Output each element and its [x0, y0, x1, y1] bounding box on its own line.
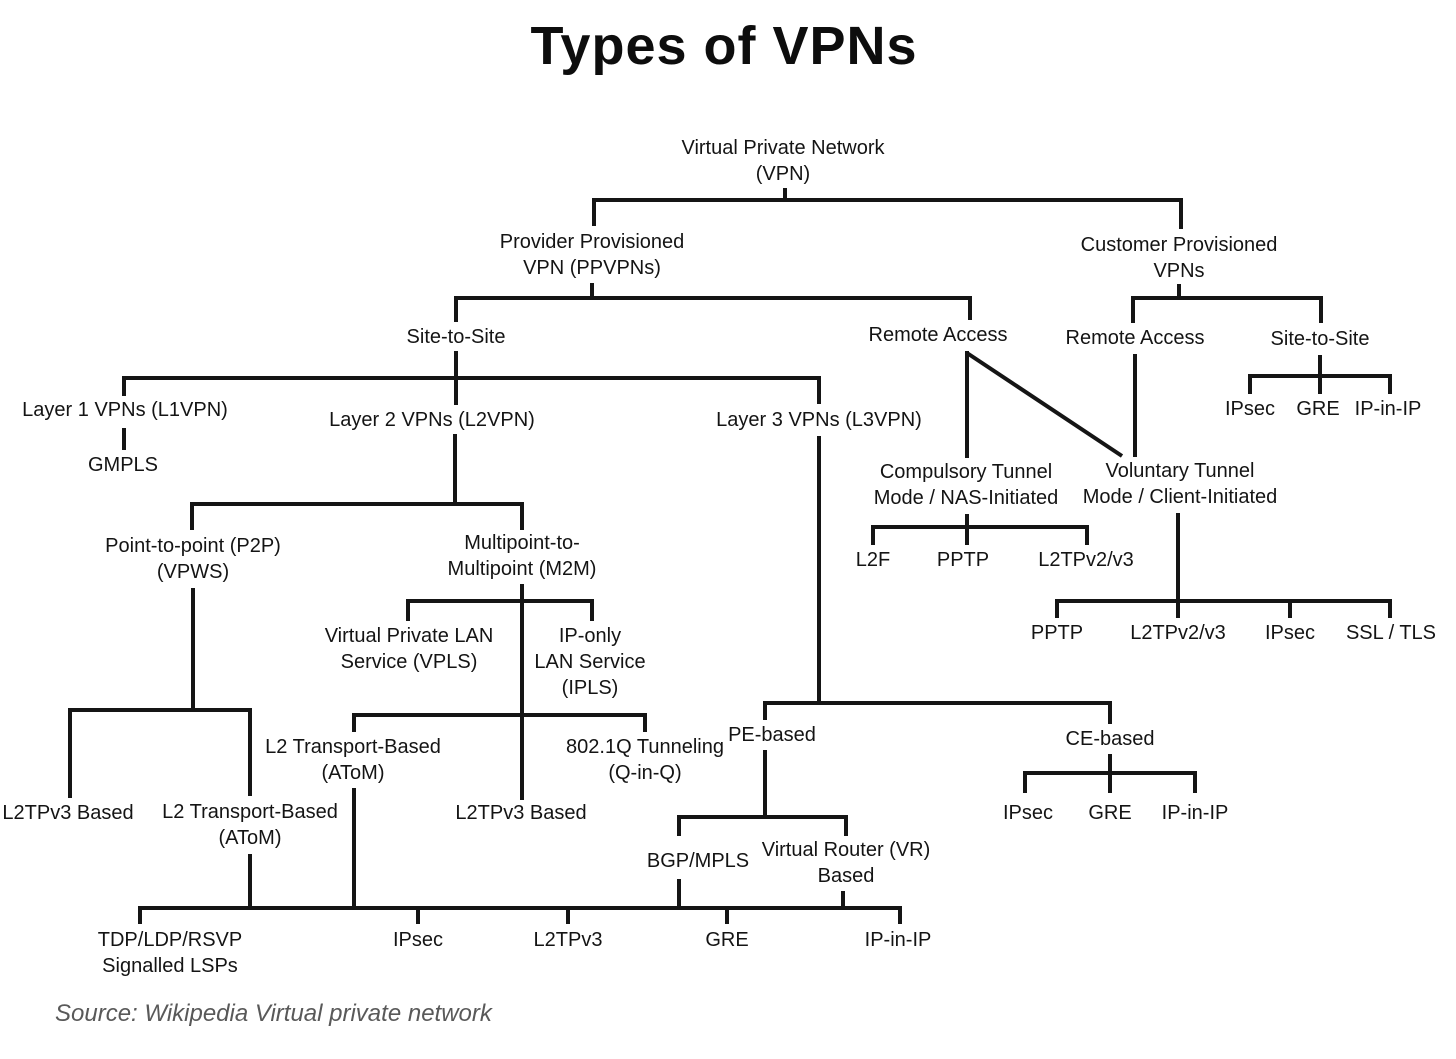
- connector-site2site-customer-children: [1248, 355, 1392, 394]
- connector-remote-access-provider: [965, 351, 1124, 458]
- node-site-to-site-customer: Site-to-Site: [1270, 328, 1370, 350]
- node-l2tpv2v3-compulsory: L2TPv2/v3: [1038, 549, 1134, 571]
- connector-atom-to-bus: [248, 788, 356, 908]
- connector-p2p-children: [68, 588, 252, 798]
- node-pptp-compulsory: PPTP: [936, 549, 990, 571]
- node-l2tpv3-based-ipls: L2TPv3 Based: [455, 802, 587, 824]
- node-voluntary-line1: Voluntary Tunnel: [1105, 460, 1255, 482]
- node-ipsec-voluntary: IPsec: [1264, 622, 1316, 644]
- node-ce-based: CE-based: [1065, 728, 1155, 750]
- node-multipoint-m2m: Multipoint-to- Multipoint (M2M): [448, 530, 597, 582]
- node-vpls-line1: Virtual Private LAN: [324, 625, 494, 647]
- node-remote-access-customer: Remote Access: [1065, 327, 1205, 349]
- node-p2p-line1: Point-to-point (P2P): [105, 535, 281, 557]
- connector-site2site-provider-children: [122, 351, 821, 405]
- node-atom-p2p-line2: (AToM): [218, 827, 282, 849]
- node-l2tpv3-based-p2p: L2TPv3 Based: [2, 802, 134, 824]
- node-l2f: L2F: [855, 549, 891, 571]
- node-l2tpv3-bottom: L2TPv3: [533, 929, 603, 951]
- node-gmpls: GMPLS: [87, 454, 159, 476]
- node-ipls-line2: LAN Service: [534, 651, 646, 673]
- node-tdp-ldp-rsvp: TDP/LDP/RSVP Signalled LSPs: [98, 927, 242, 979]
- node-bgp-mpls: BGP/MPLS: [646, 850, 750, 872]
- node-vpn-line2: (VPN): [755, 163, 811, 185]
- connector-voluntary-children: [1055, 513, 1392, 618]
- connector-root: [592, 188, 1183, 229]
- node-ipls: IP-only LAN Service (IPLS): [534, 623, 645, 701]
- node-remote-access-provider: Remote Access: [868, 324, 1008, 346]
- node-m2m-line1: Multipoint-to-: [464, 532, 580, 554]
- node-vpls-line2: Service (VPLS): [340, 651, 478, 673]
- node-layer1-vpns: Layer 1 VPNs (L1VPN): [22, 399, 228, 421]
- connector-ce-children: [1023, 754, 1197, 793]
- node-pptp-voluntary: PPTP: [1030, 622, 1084, 644]
- node-point-to-point: Point-to-point (P2P) (VPWS): [105, 533, 281, 585]
- connector-provider-children: [454, 283, 972, 322]
- node-customer-provisioned: Customer Provisioned VPNs: [1081, 232, 1278, 284]
- node-voluntary-tunnel: Voluntary Tunnel Mode / Client-Initiated: [1083, 458, 1278, 510]
- node-l2tpv2v3-voluntary: L2TPv2/v3: [1130, 622, 1226, 644]
- connector-pe-children: [677, 750, 848, 908]
- node-ipsec-ce: IPsec: [1002, 802, 1054, 824]
- node-site-to-site-provider: Site-to-Site: [406, 326, 506, 348]
- node-layer2-vpns: Layer 2 VPNs (L2VPN): [329, 409, 535, 431]
- node-atom-p2p-line1: L2 Transport-Based: [162, 801, 338, 823]
- node-p2p-line2: (VPWS): [156, 561, 230, 583]
- node-vpn: Virtual Private Network (VPN): [681, 135, 884, 187]
- node-tdp-line2: Signalled LSPs: [102, 955, 238, 977]
- node-ipinip-s2s-customer: IP-in-IP: [1354, 398, 1422, 420]
- node-ipls-line3: (IPLS): [561, 677, 619, 699]
- connector-customer-children: [1131, 284, 1323, 323]
- node-ipsec-s2s-customer: IPsec: [1224, 398, 1276, 420]
- node-atom-vpls-line1: L2 Transport-Based: [265, 736, 441, 758]
- node-provider-line1: Provider Provisioned: [499, 231, 685, 253]
- node-layer3-vpns: Layer 3 VPNs (L3VPN): [716, 409, 922, 431]
- node-compulsory-line2: Mode / NAS-Initiated: [873, 487, 1059, 509]
- node-ipinip-ce: IP-in-IP: [1161, 802, 1229, 824]
- node-qinq-line2: (Q-in-Q): [608, 762, 682, 784]
- diagram-title: Types of VPNs: [530, 16, 918, 76]
- node-atom-vpls: L2 Transport-Based (AToM): [265, 734, 441, 786]
- connector-compulsory-children: [871, 514, 1089, 545]
- connector-vpls-children-bar: [352, 713, 647, 732]
- node-compulsory-tunnel: Compulsory Tunnel Mode / NAS-Initiated: [874, 459, 1059, 511]
- node-qinq: 802.1Q Tunneling (Q-in-Q): [566, 734, 724, 786]
- node-atom-vpls-line2: (AToM): [321, 762, 385, 784]
- node-gre-bottom: GRE: [705, 929, 749, 951]
- node-voluntary-line2: Mode / Client-Initiated: [1082, 486, 1278, 508]
- node-ssl-tls: SSL / TLS: [1345, 622, 1437, 644]
- node-ipinip-bottom: IP-in-IP: [864, 929, 932, 951]
- node-virtual-router-based: Virtual Router (VR) Based: [762, 837, 931, 889]
- node-customer-line1: Customer Provisioned: [1080, 234, 1278, 256]
- connector-m2m-children: [406, 584, 594, 800]
- node-vr-line2: Based: [817, 865, 875, 887]
- node-vpn-line1: Virtual Private Network: [681, 137, 885, 159]
- node-pe-based: PE-based: [728, 724, 816, 746]
- node-ipls-line1: IP-only: [558, 625, 622, 647]
- connector-layer3-children: [763, 436, 1112, 724]
- connector-bottom-bus: [138, 906, 902, 924]
- source-attribution: Source: Wikipedia Virtual private networ…: [55, 1000, 492, 1027]
- node-atom-p2p: L2 Transport-Based (AToM): [162, 799, 338, 851]
- node-qinq-line1: 802.1Q Tunneling: [566, 736, 724, 758]
- node-customer-line2: VPNs: [1153, 260, 1205, 282]
- node-provider-line2: VPN (PPVPNs): [523, 257, 661, 279]
- node-ipsec-bottom: IPsec: [392, 929, 444, 951]
- connector-layer2-children: [190, 434, 524, 530]
- node-vpls: Virtual Private LAN Service (VPLS): [325, 623, 494, 675]
- node-m2m-line2: Multipoint (M2M): [447, 558, 597, 580]
- node-gre-ce: GRE: [1088, 802, 1132, 824]
- node-vr-line1: Virtual Router (VR): [761, 839, 931, 861]
- node-gre-s2s-customer: GRE: [1296, 398, 1340, 420]
- node-tdp-line1: TDP/LDP/RSVP: [97, 929, 243, 951]
- node-compulsory-line1: Compulsory Tunnel: [879, 461, 1053, 483]
- node-provider-provisioned: Provider Provisioned VPN (PPVPNs): [500, 229, 685, 281]
